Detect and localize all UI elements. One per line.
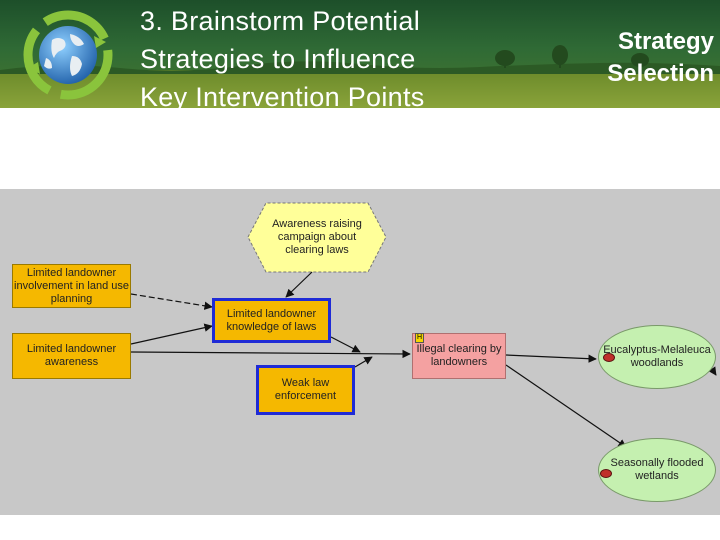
factor-node-landowner-involvement[interactable]: Limited landowner involvement in land us…: [12, 264, 131, 308]
header-banner: 3. Brainstorm Potential Strategies to In…: [0, 0, 720, 108]
threat-rating-badge: H: [415, 333, 425, 343]
globe-logo-icon: [23, 10, 113, 100]
link-edge-right: [708, 366, 717, 376]
target-indicator-dot: [603, 353, 615, 362]
section-title-line-1: Strategy: [617, 28, 714, 55]
target-node-flooded-wetlands[interactable]: Seasonally flooded wetlands: [598, 438, 716, 502]
threat-node-illegal-clearing[interactable]: H Illegal clearing by landowners: [412, 333, 506, 379]
target-node-eucalyptus-woodlands[interactable]: Eucalyptus-Melaleuca woodlands: [598, 325, 716, 389]
diagram-canvas: Awareness raising campaign about clearin…: [0, 189, 720, 515]
factor-node-law-enforcement[interactable]: Weak law enforcement: [256, 365, 355, 415]
slide-title-line-1: 3. Brainstorm Potential: [140, 6, 421, 36]
section-title-line-2: Selection: [607, 60, 714, 87]
strategy-node-awareness-campaign[interactable]: Awareness raising campaign about clearin…: [272, 218, 362, 256]
link-involvement-knowledge: [130, 293, 213, 310]
slide-title-line-3: Key Intervention Points: [140, 82, 425, 108]
slide-title: 3. Brainstorm Potential Strategies to In…: [140, 2, 520, 108]
factor-node-landowner-awareness[interactable]: Limited landowner awareness: [12, 333, 131, 379]
threat-node-label: Illegal clearing by landowners: [416, 343, 502, 368]
target-indicator-dot: [600, 469, 612, 478]
link-threat-eucalyptus: [505, 354, 597, 363]
link-awareness-knowledge: [130, 323, 213, 345]
link-strategy-knowledge: [285, 271, 313, 298]
factor-node-landowner-knowledge[interactable]: Limited landowner knowledge of laws: [212, 298, 331, 343]
link-awareness-threat: [130, 349, 411, 359]
link-threat-wetlands: [505, 364, 627, 448]
slide-title-line-2: Strategies to Influence: [140, 44, 416, 74]
banner-background: [0, 0, 720, 108]
diagram-links: [130, 202, 717, 448]
link-knowledge-threat: [330, 336, 361, 353]
section-title: Strategy Selection: [574, 26, 714, 90]
link-enforcement-threat: [354, 356, 373, 368]
strategy-hexagon: [247, 202, 387, 273]
